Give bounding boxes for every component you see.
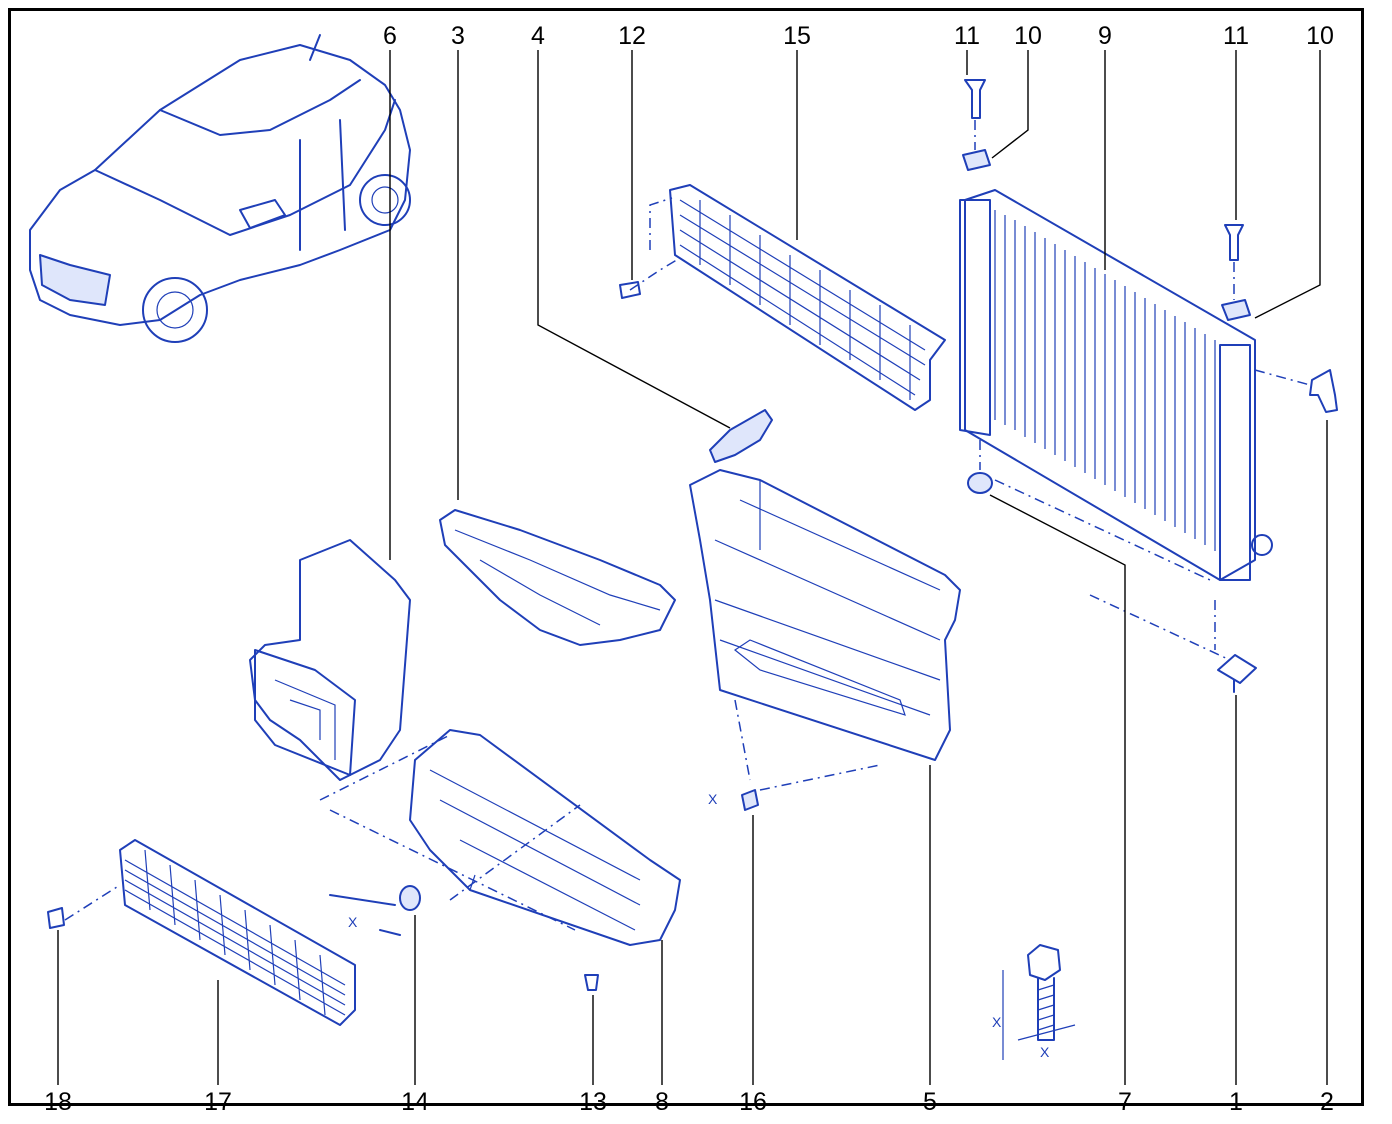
part-11-pin-lower — [1224, 224, 1244, 261]
part-10-clip-lower — [1221, 299, 1251, 321]
part-12-screw — [619, 281, 641, 299]
part-16-clip — [741, 789, 759, 811]
diagram-frame — [8, 8, 1364, 1106]
label-part-4: 4 — [531, 22, 545, 50]
label-part-10-b: 10 — [1306, 22, 1334, 50]
label-part-13: 13 — [579, 1088, 607, 1116]
label-part-5: 5 — [923, 1088, 937, 1116]
dimension-mark-bolt-length: X — [992, 1014, 1002, 1030]
part-11-pin-upper — [964, 79, 986, 119]
label-part-18: 18 — [44, 1088, 72, 1116]
dimension-mark-16: X — [708, 791, 718, 807]
label-part-11-b: 11 — [1223, 22, 1249, 50]
part-9-radiator — [959, 189, 1273, 581]
part-5-front-carrier — [689, 469, 961, 761]
bolt-dimension-detail — [1002, 944, 1076, 1060]
part-18-screw — [47, 907, 65, 929]
part-1-clip — [1217, 654, 1257, 693]
label-part-7: 7 — [1118, 1088, 1132, 1116]
label-part-15: 15 — [783, 22, 811, 50]
leader-lines — [57, 50, 1328, 1085]
label-part-16: 16 — [739, 1088, 767, 1116]
part-8-lower-deflector — [409, 729, 681, 946]
label-part-17: 17 — [204, 1088, 232, 1116]
label-part-9: 9 — [1098, 22, 1112, 50]
part-6-air-guide — [249, 539, 411, 781]
part-15-mesh-panel — [669, 184, 946, 411]
label-part-12: 12 — [618, 22, 646, 50]
label-part-1: 1 — [1229, 1088, 1243, 1116]
label-part-2: 2 — [1320, 1088, 1334, 1116]
car-illustration — [29, 34, 411, 343]
part-3-air-duct — [439, 509, 676, 646]
part-13-screw — [584, 974, 599, 991]
part-7-rubber-mount — [967, 472, 993, 494]
label-part-6: 6 — [383, 22, 397, 50]
part-14-grommet — [329, 885, 421, 936]
label-part-10-a: 10 — [1014, 22, 1042, 50]
dimension-mark-14: X — [348, 914, 358, 930]
part-10-clip-upper — [962, 149, 991, 171]
part-4-bracket — [709, 409, 773, 463]
label-part-11-a: 11 — [954, 22, 980, 50]
label-part-3: 3 — [451, 22, 465, 50]
part-17-charge-air-cooler — [119, 839, 356, 1026]
label-part-8: 8 — [655, 1088, 669, 1116]
dimension-mark-bolt-diameter: X — [1040, 1044, 1050, 1060]
part-2-bracket — [1309, 369, 1338, 413]
label-part-14: 14 — [401, 1088, 429, 1116]
